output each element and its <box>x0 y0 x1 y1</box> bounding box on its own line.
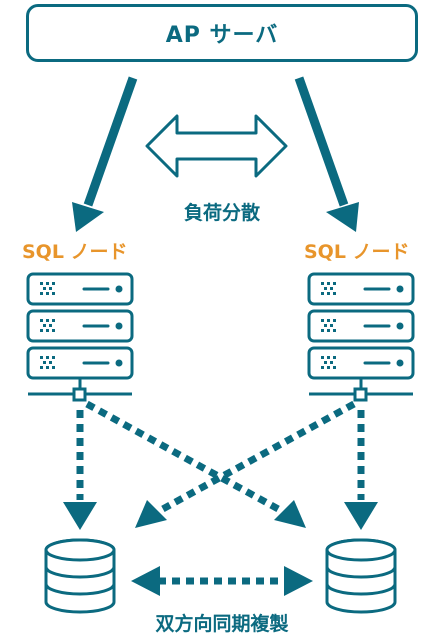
link-left-node-to-right-db <box>85 400 306 528</box>
arrow-ap-to-sql-right <box>294 76 359 232</box>
database-right-icon <box>325 538 397 614</box>
sql-node-label-left: SQL ノード <box>22 241 128 263</box>
ap-server-label: AP サーバ <box>165 23 279 48</box>
database-left-icon <box>44 538 116 614</box>
server-rack-right <box>307 272 415 402</box>
arrow-ap-to-sql-left <box>72 76 138 232</box>
link-right-node-to-right-db <box>344 410 378 530</box>
replication-label: 双方向同期複製 <box>155 613 289 635</box>
sql-node-label-right: SQL ノード <box>304 241 410 263</box>
load-balance-label: 負荷分散 <box>183 202 260 224</box>
sync-double-arrow <box>131 566 313 596</box>
load-balance-double-arrow-icon <box>145 114 288 178</box>
ap-server-box: AP サーバ <box>26 4 418 62</box>
link-left-node-to-left-db <box>63 410 97 530</box>
server-rack-left <box>26 272 134 402</box>
link-right-node-to-left-db <box>135 400 356 528</box>
